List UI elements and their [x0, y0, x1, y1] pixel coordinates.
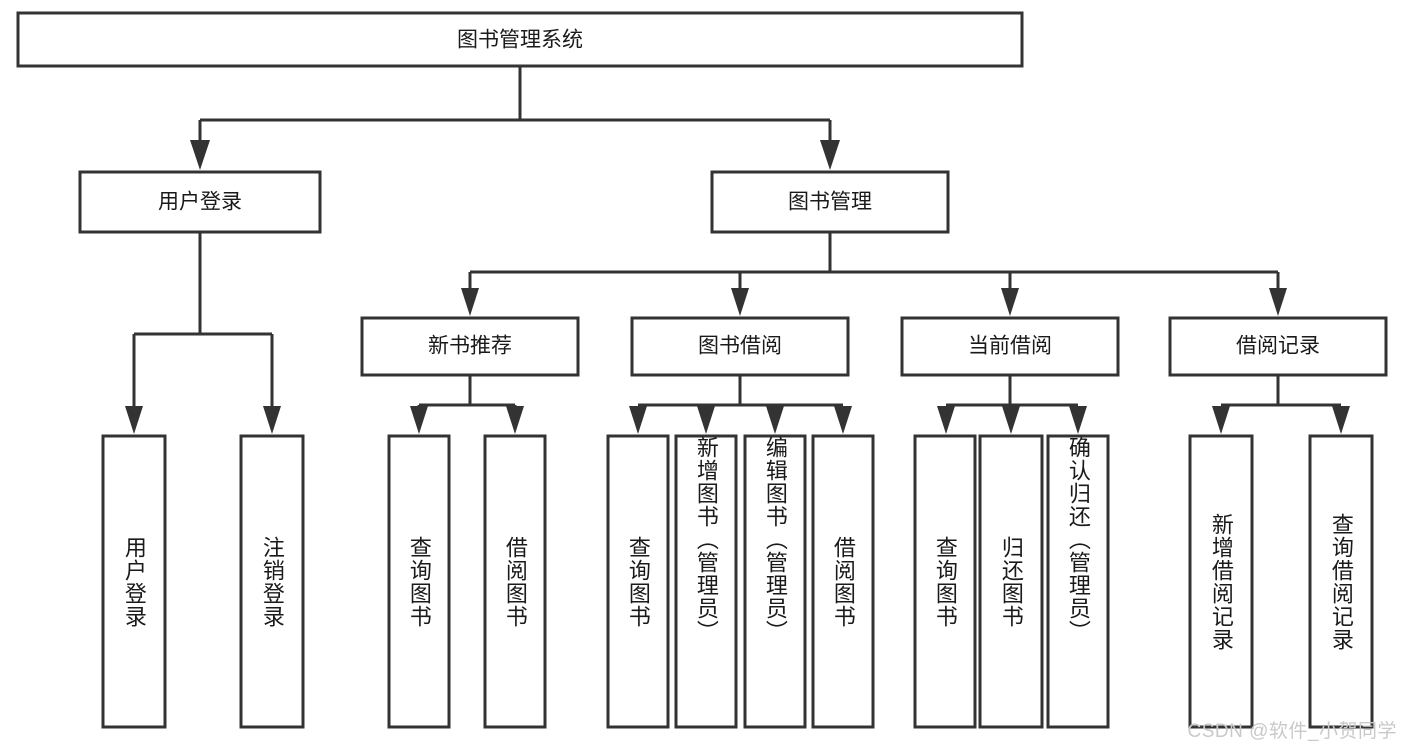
- leaf-box-logout[interactable]: [239, 434, 305, 729]
- arrow-head-borrowrecords-query: [1332, 406, 1350, 434]
- edge-group-borrow-records: [1212, 375, 1350, 434]
- arrow-head-user-login: [190, 140, 210, 170]
- node-new-book-recommend-label: 新书推荐: [428, 335, 512, 358]
- arrow-head-currentborrow-return: [1002, 406, 1020, 434]
- node-book-borrow-box[interactable]: [630, 316, 850, 377]
- arrow-head-bookborrow-edit: [766, 406, 784, 434]
- leaf-box-add-record[interactable]: [1188, 434, 1254, 729]
- node-current-borrow-label: 当前借阅: [968, 335, 1052, 358]
- arrow-head-borrow: [731, 288, 749, 316]
- leaf-box-user-login[interactable]: [101, 434, 167, 729]
- arrow-head-current: [1001, 288, 1019, 316]
- arrow-head-currentborrow-confirm: [1069, 406, 1087, 434]
- node-user-login[interactable]: 用户登录: [78, 170, 322, 234]
- node-new-book-recommend-box[interactable]: [360, 316, 580, 377]
- node-root-box[interactable]: [16, 11, 1024, 68]
- arrow-head-borrowrecords-add: [1212, 406, 1230, 434]
- leaf-box-add-book-admin[interactable]: [674, 434, 738, 729]
- edge-group-book-management: [461, 232, 1287, 316]
- leaf-box-query-record[interactable]: [1308, 434, 1374, 729]
- node-user-login-label: 用户登录: [158, 191, 242, 214]
- leaf-box-query-books-cur[interactable]: [913, 434, 977, 729]
- leaf-box-borrow-books-new[interactable]: [483, 434, 547, 729]
- arrow-head-new-books: [461, 288, 479, 316]
- leaf-box-confirm-return[interactable]: [1046, 434, 1110, 729]
- node-borrow-records-label: 借阅记录: [1236, 335, 1320, 358]
- leaf-box-query-books-new[interactable]: [387, 434, 451, 729]
- leaf-box-edit-book-admin[interactable]: [743, 434, 807, 729]
- arrow-head-newbooks-borrow: [506, 406, 524, 434]
- edge-group-new-books: [410, 375, 524, 434]
- node-borrow-records-box[interactable]: [1168, 316, 1388, 377]
- arrow-head-records: [1269, 288, 1287, 316]
- arrow-head-newbooks-query: [410, 406, 428, 434]
- arrow-head-bookborrow-add: [697, 406, 715, 434]
- leaf-box-borrow-book-lend[interactable]: [811, 434, 875, 729]
- edge-group-current-borrow: [937, 375, 1087, 434]
- node-book-borrow-label: 图书借阅: [698, 335, 782, 358]
- arrow-head-currentborrow-query: [937, 406, 955, 434]
- node-root-label: 图书管理系统: [457, 29, 583, 52]
- leaf-box-return-book[interactable]: [978, 434, 1044, 729]
- node-new-book-recommend[interactable]: 新书推荐: [360, 316, 580, 377]
- node-user-login-box[interactable]: [78, 170, 322, 234]
- node-book-borrow[interactable]: 图书借阅: [630, 316, 850, 377]
- node-current-borrow-box[interactable]: [900, 316, 1120, 377]
- node-book-management-box[interactable]: [710, 170, 950, 234]
- node-current-borrow[interactable]: 当前借阅: [900, 316, 1120, 377]
- node-root-system[interactable]: 图书管理系统: [16, 11, 1024, 68]
- arrow-head-leaf-logout: [263, 406, 281, 434]
- edge-group-root: [190, 66, 840, 170]
- arrow-head-leaf-login: [125, 406, 143, 434]
- node-book-management[interactable]: 图书管理: [710, 170, 950, 234]
- node-borrow-records[interactable]: 借阅记录: [1168, 316, 1388, 377]
- arrow-head-bookborrow-query: [629, 406, 647, 434]
- arrow-head-book-mgmt: [820, 140, 840, 170]
- arrow-head-bookborrow-lend: [834, 406, 852, 434]
- leaf-box-query-books-lend[interactable]: [606, 434, 670, 729]
- edge-group-user-login: [125, 232, 281, 434]
- node-book-management-label: 图书管理: [788, 191, 872, 214]
- edge-group-book-borrow: [629, 375, 852, 434]
